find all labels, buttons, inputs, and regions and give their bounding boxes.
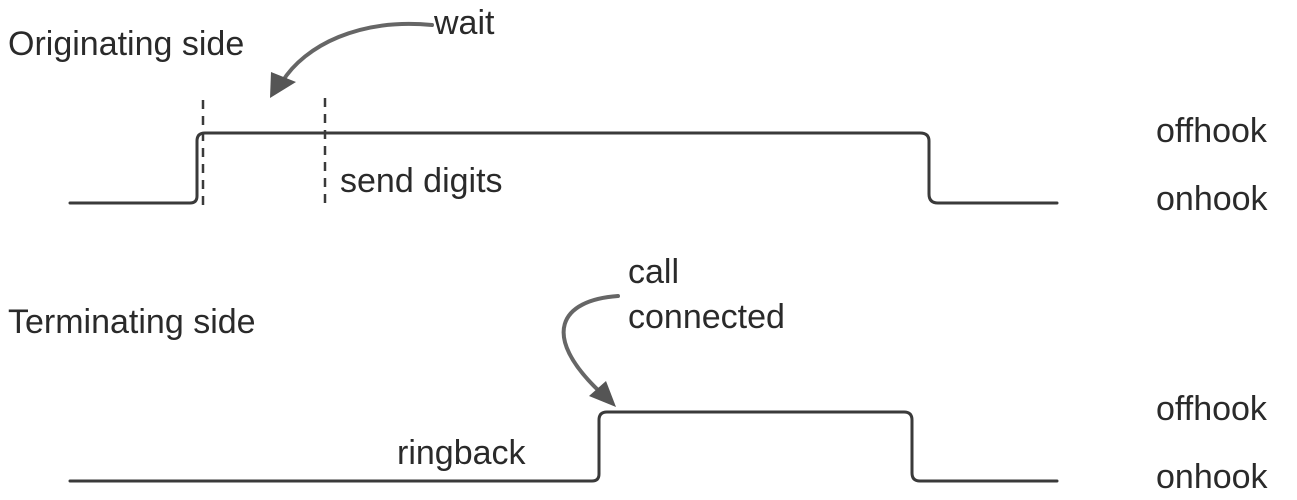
send-digits-label: send digits (340, 162, 503, 200)
originating-title: Originating side (8, 25, 244, 63)
terminating-signal-line (68, 410, 1059, 483)
call-connected-arrowhead (589, 381, 616, 407)
call-connected-arrow (561, 294, 620, 394)
terminating-section: Terminating side call connected ringback… (8, 253, 1269, 496)
call-connected-label-line1: call (628, 253, 679, 291)
originating-signal-line (68, 131, 1059, 205)
originating-offhook-label: offhook (1156, 112, 1268, 150)
terminating-title: Terminating side (8, 303, 256, 341)
terminating-onhook-label: onhook (1156, 458, 1269, 496)
ringback-label: ringback (397, 434, 527, 472)
wait-label: wait (433, 4, 495, 42)
call-connected-label-line2: connected (628, 298, 785, 336)
wait-arrow (280, 22, 434, 84)
originating-onhook-label: onhook (1156, 180, 1269, 218)
terminating-offhook-label: offhook (1156, 390, 1268, 428)
originating-section: Originating side wait send digits offhoo… (8, 4, 1269, 218)
wait-arrowhead (270, 72, 296, 98)
